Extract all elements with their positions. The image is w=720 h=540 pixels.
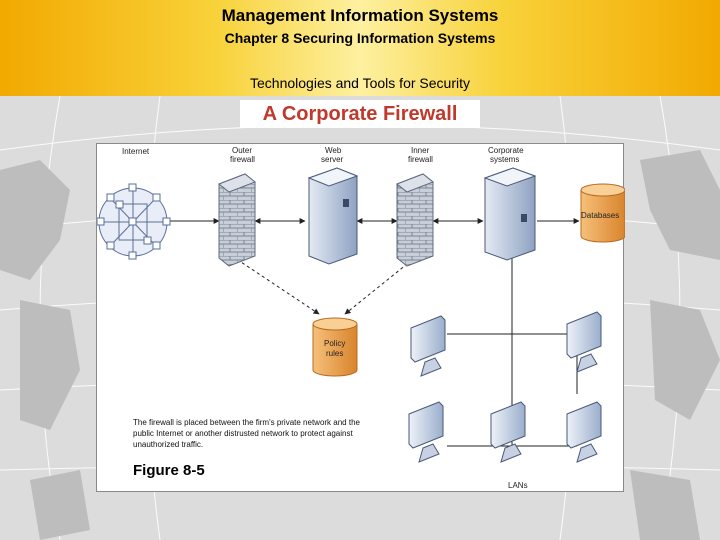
label-policy-rules-2: rules xyxy=(326,349,343,358)
course-title: Management Information Systems xyxy=(221,6,499,25)
label-policy-rules-1: Policy xyxy=(324,339,345,348)
workstation-icon xyxy=(566,311,602,373)
outer-firewall-icon xyxy=(218,173,256,267)
label-internet: Internet xyxy=(122,147,150,156)
databases-icon: Databases xyxy=(580,183,625,243)
workstation-icon xyxy=(490,401,526,463)
label-databases: Databases xyxy=(581,211,619,220)
chapter-title: Chapter 8 Securing Information Systems xyxy=(224,30,496,46)
web-server-icon xyxy=(307,167,359,265)
label-outer-firewall-1: Outer xyxy=(232,146,252,155)
firewall-figure: Internet Outer firewall Web server Inner… xyxy=(96,143,625,492)
workstation-icon xyxy=(408,401,444,463)
slide-title: A Corporate Firewall xyxy=(240,100,480,128)
label-web-server-2: server xyxy=(321,155,344,164)
internet-globe-icon xyxy=(97,183,171,260)
label-corporate-systems-1: Corporate xyxy=(488,146,524,155)
workstation-icon xyxy=(566,401,602,463)
label-corporate-systems-2: systems xyxy=(490,155,519,164)
inner-firewall-icon xyxy=(396,173,434,267)
label-outer-firewall-2: firewall xyxy=(230,155,255,164)
workstation-icon xyxy=(410,315,446,377)
corporate-systems-server-icon xyxy=(483,167,537,261)
label-lans: LANs xyxy=(508,481,528,490)
figure-caption: The firewall is placed between the firm'… xyxy=(133,418,360,449)
section-title: Technologies and Tools for Security xyxy=(250,75,470,91)
firewall-diagram: Internet Outer firewall Web server Inner… xyxy=(97,146,625,490)
label-inner-firewall-2: firewall xyxy=(408,155,433,164)
policy-rules-icon: Policy rules xyxy=(312,317,358,377)
slide-header: Management Information Systems Chapter 8… xyxy=(0,0,720,96)
label-inner-firewall-1: Inner xyxy=(411,146,430,155)
label-web-server-1: Web xyxy=(325,146,342,155)
figure-number: Figure 8-5 xyxy=(133,462,205,479)
